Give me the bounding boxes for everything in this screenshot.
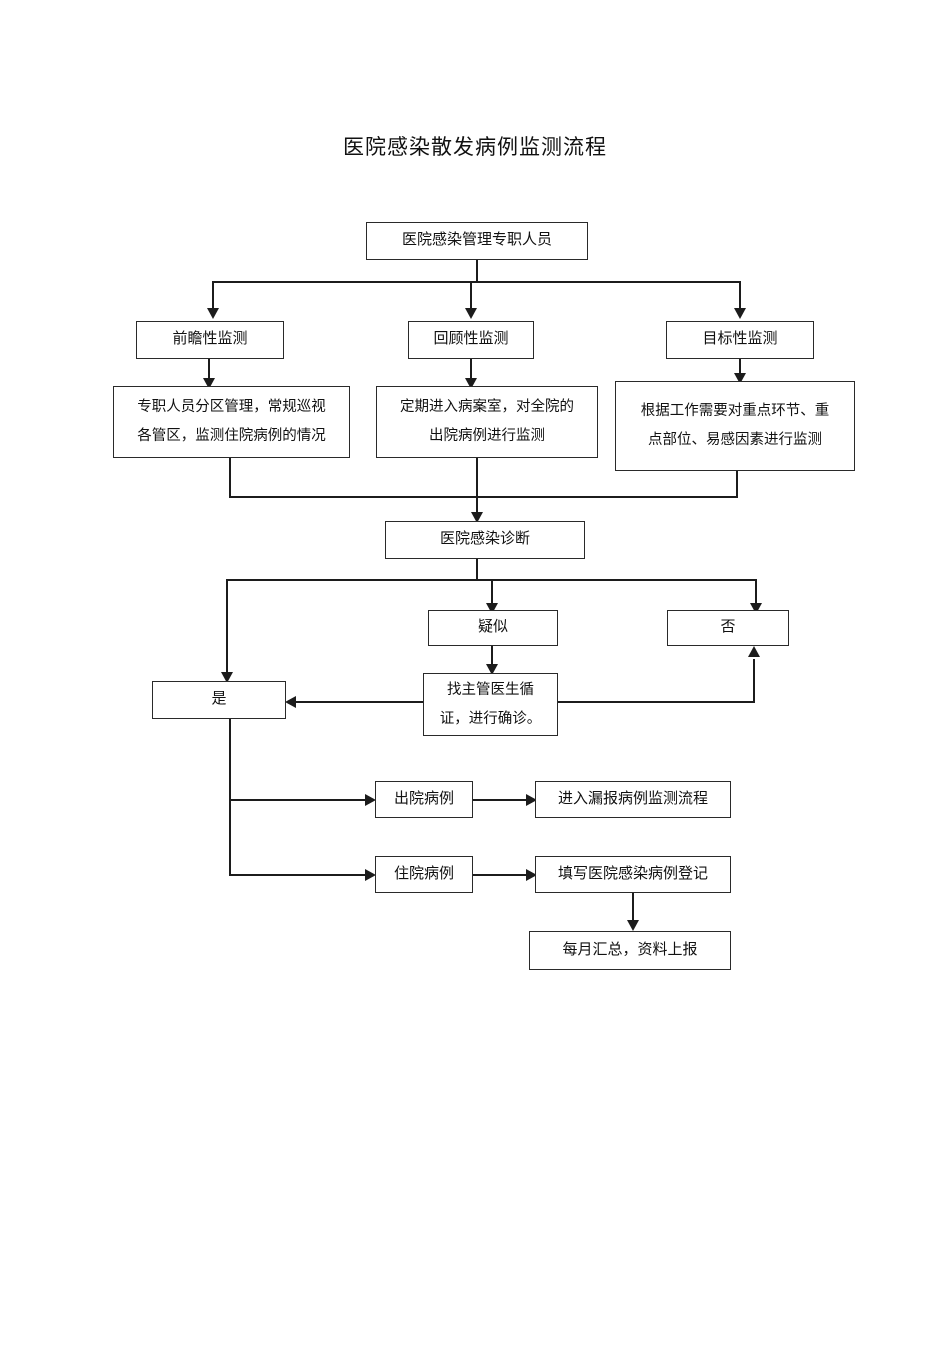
edge-consult-to-yes	[296, 701, 424, 703]
node-retrospective[interactable]: 回顾性监测	[408, 321, 534, 359]
arrow-diagnosis-to-suspected	[486, 603, 498, 614]
node-retrospective-label: 回顾性监测	[433, 331, 509, 348]
arrow-discharged-to-missed	[526, 794, 537, 806]
node-discharged[interactable]: 出院病例	[375, 781, 473, 818]
node-consult-line1: 找主管医生循	[447, 681, 534, 698]
page-title: 医院感染散发病例监测流程	[343, 135, 607, 159]
arrow-consult-to-yes	[285, 696, 296, 708]
edge-staff-to-targeted	[739, 281, 741, 310]
edge-staff-stem	[476, 260, 478, 282]
edge-yes-to-discharged	[229, 799, 367, 801]
arrow-staff-to-targeted	[734, 308, 746, 319]
edge-retrospective-desc-down	[476, 458, 478, 516]
node-consult-text: 找主管医生循 证，进行确诊。	[424, 676, 557, 734]
node-consult-line2: 证，进行确诊。	[439, 710, 542, 727]
edge-prospective-desc-down	[229, 458, 231, 497]
edge-retrospective-to-desc	[470, 359, 472, 380]
edge-merge-bus	[229, 496, 738, 498]
node-yes-label: 是	[211, 691, 227, 708]
node-discharged-label: 出院病例	[393, 790, 454, 807]
arrow-diagnosis-to-no	[750, 603, 762, 614]
arrow-targeted-to-desc	[734, 373, 746, 384]
node-prospective-label: 前瞻性监测	[172, 331, 248, 348]
arrow-diagnosis-to-yes	[221, 672, 233, 683]
edge-consult-to-no-v	[753, 659, 755, 702]
edge-yes-to-inpatient	[229, 874, 367, 876]
edge-staff-bus	[212, 281, 741, 283]
node-yes[interactable]: 是	[152, 681, 286, 719]
node-suspected[interactable]: 疑似	[428, 610, 558, 646]
node-missed-report-label: 进入漏报病例监测流程	[557, 790, 708, 807]
node-register[interactable]: 填写医院感染病例登记	[535, 856, 731, 893]
node-staff[interactable]: 医院感染管理专职人员	[366, 222, 588, 260]
node-diagnosis[interactable]: 医院感染诊断	[385, 521, 585, 559]
arrow-register-to-monthly	[627, 920, 639, 931]
node-retrospective-desc-text: 定期进入病案室，对全院的 出院病例进行监测	[377, 393, 597, 451]
node-diagnosis-label: 医院感染诊断	[439, 531, 530, 548]
node-prospective-desc-line1: 专职人员分区管理，常规巡视	[137, 399, 326, 415]
node-retrospective-desc-line2: 出院病例进行监测	[429, 428, 545, 444]
node-targeted-desc-line2: 点部位、易感因素进行监测	[648, 432, 822, 448]
arrow-prospective-to-desc	[203, 378, 215, 389]
node-register-label: 填写医院感染病例登记	[557, 865, 708, 882]
edge-prospective-to-desc	[208, 359, 210, 380]
edge-yes-stem	[229, 719, 231, 876]
arrow-retrospective-to-desc	[465, 378, 477, 389]
arrow-yes-to-inpatient	[365, 869, 376, 881]
node-inpatient[interactable]: 住院病例	[375, 856, 473, 893]
node-missed-report[interactable]: 进入漏报病例监测流程	[535, 781, 731, 818]
node-prospective-desc-text: 专职人员分区管理，常规巡视 各管区，监测住院病例的情况	[114, 393, 349, 451]
node-no-label: 否	[720, 619, 736, 636]
edge-diagnosis-to-yes	[226, 579, 228, 674]
edge-suspected-to-consult	[491, 646, 493, 666]
node-prospective[interactable]: 前瞻性监测	[136, 321, 284, 359]
edge-targeted-desc-down	[736, 471, 738, 497]
edge-diagnosis-to-suspected	[491, 579, 493, 605]
node-targeted-desc-line1: 根据工作需要对重点环节、重	[640, 403, 830, 419]
node-retrospective-desc[interactable]: 定期进入病案室，对全院的 出院病例进行监测	[376, 386, 598, 458]
edge-diagnosis-to-no	[755, 579, 757, 605]
edge-discharged-to-missed	[473, 799, 528, 801]
edge-diagnosis-stem	[476, 559, 478, 580]
arrow-staff-to-prospective	[207, 308, 219, 319]
node-prospective-desc[interactable]: 专职人员分区管理，常规巡视 各管区，监测住院病例的情况	[113, 386, 350, 458]
edge-consult-to-no-h	[558, 701, 755, 703]
arrow-yes-to-discharged	[365, 794, 376, 806]
node-consult[interactable]: 找主管医生循 证，进行确诊。	[423, 673, 558, 736]
node-prospective-desc-line2: 各管区，监测住院病例的情况	[137, 428, 326, 444]
edge-staff-to-retrospective	[470, 281, 472, 310]
node-targeted-desc[interactable]: 根据工作需要对重点环节、重 点部位、易感因素进行监测	[615, 381, 855, 471]
node-targeted-label: 目标性监测	[702, 331, 778, 348]
node-targeted-desc-text: 根据工作需要对重点环节、重 点部位、易感因素进行监测	[616, 397, 854, 455]
node-retrospective-desc-line1: 定期进入病案室，对全院的	[400, 399, 574, 415]
node-monthly-label: 每月汇总，资料上报	[562, 941, 698, 958]
node-targeted[interactable]: 目标性监测	[666, 321, 814, 359]
node-no[interactable]: 否	[667, 610, 789, 646]
edge-staff-to-prospective	[212, 281, 214, 310]
edge-inpatient-to-register	[473, 874, 528, 876]
node-inpatient-label: 住院病例	[393, 865, 454, 882]
arrow-merge-to-diagnosis	[471, 512, 483, 523]
arrow-inpatient-to-register	[526, 869, 537, 881]
node-monthly[interactable]: 每月汇总，资料上报	[529, 931, 731, 970]
edge-targeted-to-desc	[739, 359, 741, 375]
node-staff-label: 医院感染管理专职人员	[401, 232, 552, 249]
edge-register-to-monthly	[632, 893, 634, 922]
arrow-staff-to-retrospective	[465, 308, 477, 319]
arrow-consult-to-no	[748, 646, 760, 657]
arrow-suspected-to-consult	[486, 664, 498, 675]
node-suspected-label: 疑似	[477, 619, 508, 636]
